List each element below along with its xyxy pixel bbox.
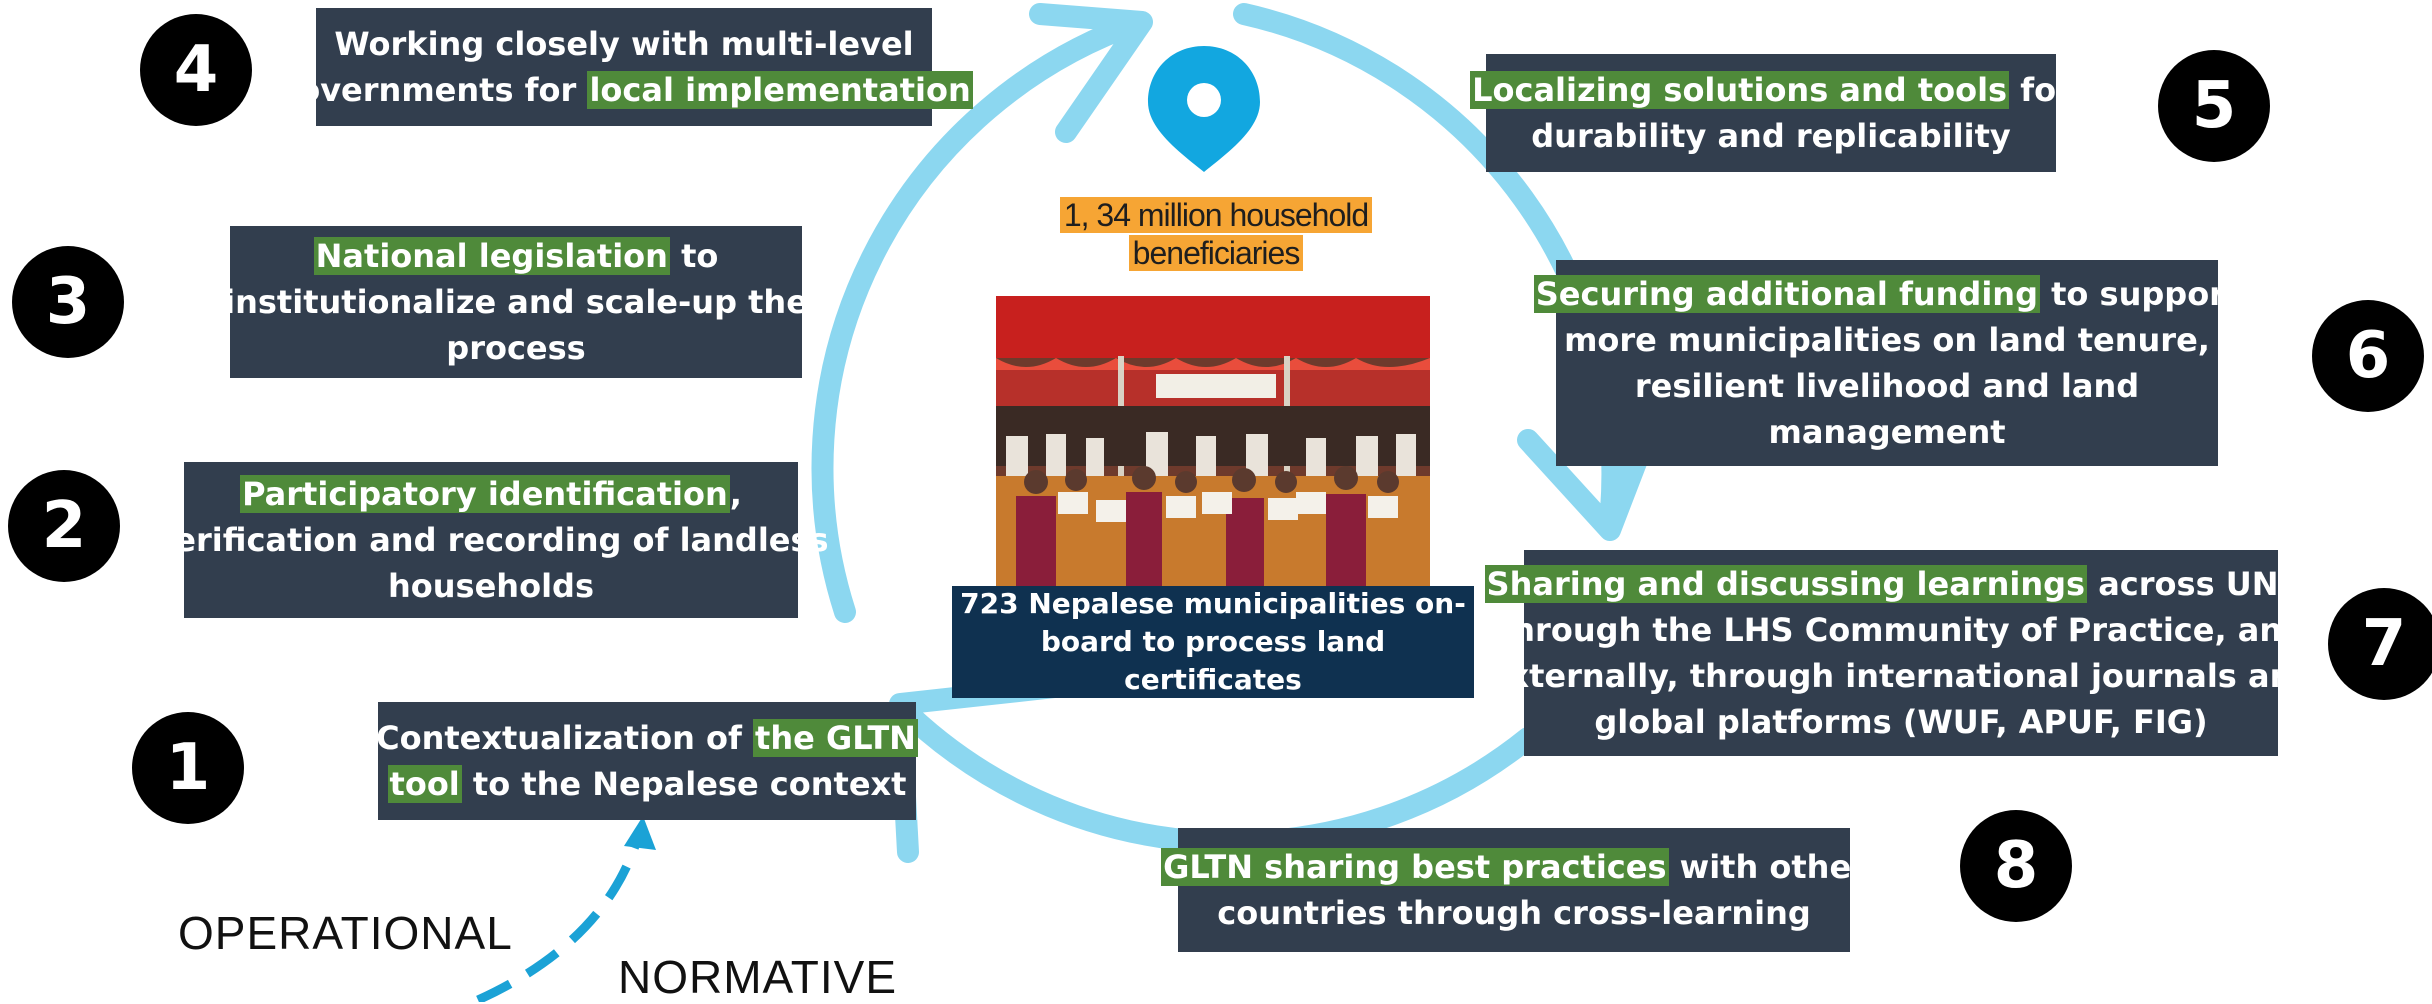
step-8-highlight: GLTN sharing best practices [1161,848,1669,886]
municipalities-caption: 723 Nepalese municipalities on- board to… [952,586,1474,698]
cycle-arc-left [811,11,1151,623]
step-2-line-3: households [388,567,594,605]
step-2-line-2: verification and recording of landless [153,521,829,559]
step-6-line-2: more municipalities on land tenure, [1564,321,2210,359]
step-box-5: Localizing solutions and tools for durab… [1470,54,2072,172]
step-6-highlight: Securing additional funding [1533,275,2040,313]
step-2-line-1: Participatory identification, [240,475,742,513]
step-4-line-1: Working closely with multi-level [334,25,914,63]
dashed-arrowhead [624,816,656,850]
step-8-line-1: GLTN sharing best practices with other [1161,848,1867,886]
beneficiaries-text: 1, 34 million household beneficiaries [1054,196,1378,272]
step-box-2: Participatory identification, verificati… [153,462,829,618]
dashed-arrow [476,828,645,1002]
step-6-line-1: Securing additional funding to support [1533,275,2241,313]
step-1-line-2: tool to the Nepalese context [387,765,907,803]
step-5-line-1: Localizing solutions and tools for [1470,71,2072,109]
step-7-highlight: Sharing and discussing learnings [1484,565,2088,603]
step-1-highlight: the GLTN [753,719,918,757]
step-2-highlight: Participatory identification [240,475,730,513]
step-number-6: 6 [2312,300,2424,412]
step-4-line-2: governments for local implementation [275,71,973,109]
step-8-line-2: countries through cross-learning [1217,894,1811,932]
step-box-4: Working closely with multi-level governm… [275,8,973,126]
step-3-line-2: institutionalize and scale-up the [224,283,808,321]
cycle-arc-bottom [889,695,1539,854]
step-1-line-1: Contextualization of the GLTN [376,719,918,757]
step-box-8: GLTN sharing best practices with other c… [1161,828,1867,952]
step-7-line-3: externally, through international journa… [1486,657,2316,695]
step-5-highlight: Localizing solutions and tools [1470,71,2010,109]
step-3-highlight: National legislation [313,237,670,275]
step-box-3: National legislation to institutionalize… [224,226,808,378]
beneficiaries-photo [996,296,1430,590]
step-5-line-2: durability and replicability [1531,117,2011,155]
step-7-line-1: Sharing and discussing learnings across … [1484,565,2318,603]
step-6-line-4: management [1768,413,2006,451]
normative-label: NORMATIVE [618,951,898,1003]
step-7-line-2: through the LHS Community of Practice, a… [1496,611,2306,649]
cycle-arrowhead-top [1029,3,1153,143]
step-number-2: 2 [8,470,120,582]
step-3-line-3: process [446,329,586,367]
step-3-line-1: National legislation to [313,237,719,275]
map-pin-icon [1148,46,1260,172]
step-number-7: 7 [2328,588,2432,700]
step-7-line-4: global platforms (WUF, APUF, FIG) [1594,703,2208,741]
step-number-8: 8 [1960,810,2072,922]
step-box-1: Contextualization of the GLTN tool to th… [376,702,918,820]
step-6-line-3: resilient livelihood and land [1634,367,2140,405]
step-number-3: 3 [12,246,124,358]
operational-label: OPERATIONAL [178,907,513,959]
step-4-highlight: local implementation [587,71,973,109]
step-box-6: Securing additional funding to support m… [1533,260,2240,466]
step-number-1: 1 [132,712,244,824]
step-number-4: 4 [140,14,252,126]
step-box-7: Sharing and discussing learnings across … [1484,550,2317,756]
step-number-5: 5 [2158,50,2270,162]
